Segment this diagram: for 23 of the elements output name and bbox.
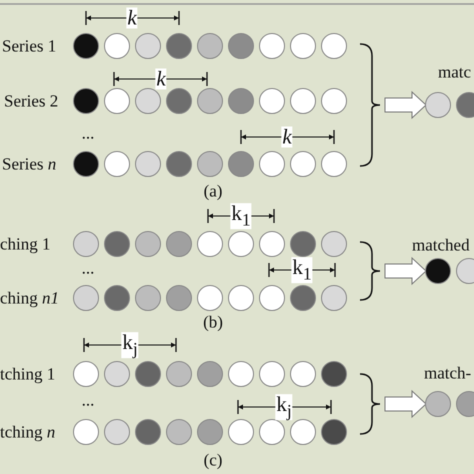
row-label: ching 1 bbox=[0, 236, 51, 252]
output-label: match- bbox=[424, 364, 472, 382]
row-label: ching n1 bbox=[0, 290, 60, 306]
row-label: tching n bbox=[0, 424, 56, 440]
dimension-label: k bbox=[281, 126, 293, 148]
row-label: Series 2 bbox=[4, 92, 58, 110]
row-label: tching 1 bbox=[0, 366, 56, 382]
dimension-label: k$_{j}$ bbox=[121, 332, 139, 358]
output-label: matc bbox=[438, 64, 472, 80]
row-label: Series n bbox=[2, 156, 56, 172]
panel-label: (b) bbox=[203, 314, 223, 330]
dimension-label: k bbox=[155, 68, 167, 90]
dimension-label: k$_{j}$ bbox=[275, 394, 293, 420]
dimension-label: k bbox=[126, 8, 138, 28]
ellipsis: ... bbox=[82, 124, 94, 142]
panel-label: (a) bbox=[204, 182, 222, 200]
panel-label: (c) bbox=[204, 452, 222, 468]
ellipsis: ... bbox=[82, 392, 94, 408]
ellipsis: ... bbox=[82, 260, 94, 276]
dimension-label: k$_{1}$ bbox=[291, 257, 313, 283]
output-label: matched bbox=[412, 236, 470, 254]
dimension-label: k$_{1}$ bbox=[230, 203, 252, 229]
row-label: Series 1 bbox=[2, 38, 56, 54]
